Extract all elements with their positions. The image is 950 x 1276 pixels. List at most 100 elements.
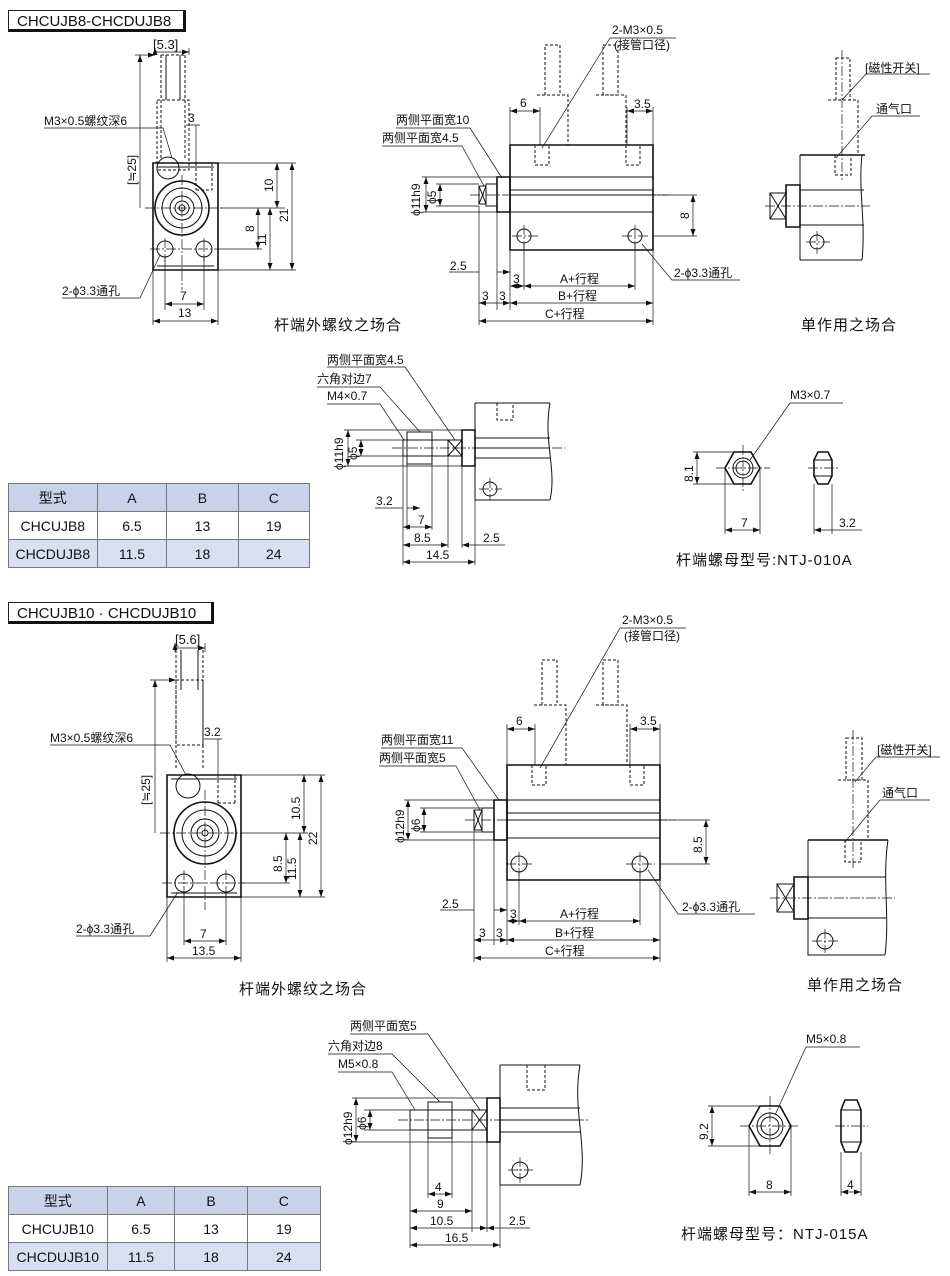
s2-front-dim-10-5: 10.5: [289, 796, 303, 820]
s1-side-dim-phi5: ϕ5: [425, 190, 439, 204]
table-header: B: [166, 483, 239, 512]
table-header-row: 型式 A B C: [8, 1186, 322, 1215]
s2-single-acting-view: [磁性开关] 通气口: [770, 730, 940, 956]
s1-front-dim-11: 11: [255, 233, 269, 246]
table-cell: 6.5: [106, 1214, 176, 1243]
s2-rod-dim-2-5: 2.5: [509, 1214, 526, 1228]
s1-front-dim-8: 8: [243, 225, 257, 232]
s2-rod-dim-rod: ϕ12h9: [341, 1111, 355, 1145]
s2-front-hole-label: 2-ϕ3.3通孔: [76, 922, 134, 936]
s1-side-dim-rod: ϕ11h9: [409, 183, 423, 216]
s2-front-dim-22: 22: [306, 831, 320, 845]
s2-side-dim-3-5: 3.5: [640, 714, 657, 728]
table-cell: CHCDUJB10: [8, 1242, 108, 1271]
s1-front-thread-label: M3×0.5螺纹深6: [44, 114, 127, 128]
s1-side-dim-c: C+行程: [545, 306, 585, 321]
s2-rod-hex-label: 六角对边8: [328, 1039, 383, 1053]
s2-rod-dim-phi6: ϕ6: [355, 1116, 369, 1130]
s1-front-dim-3: 3: [188, 111, 195, 125]
s2-front-dim-bracket: [5.6]: [175, 632, 200, 647]
s2-front-caption: 杆端外螺纹之场合: [239, 981, 368, 998]
s1-side-dim-a: A+行程: [560, 271, 599, 286]
s1-front-dim-25: [≒25]: [125, 155, 139, 185]
s2-nut-dim-4: 4: [847, 1178, 854, 1192]
s2-rod-dim-9: 9: [437, 1197, 444, 1211]
s1-side-flat10-label: 两侧平面宽10: [396, 112, 470, 127]
s2-nut-dim-9-2: 9.2: [697, 1123, 711, 1140]
s1-side-port-label: 2-M3×0.5: [612, 23, 663, 37]
s2-front-dim-7: 7: [200, 927, 207, 941]
s1-rod-dim-rod: ϕ11h9: [332, 437, 346, 470]
s2-front-dim-13-5: 13.5: [192, 944, 216, 958]
s1-side-dim-3a: 3: [482, 289, 489, 303]
s1-nut-dim-8-1: 8.1: [682, 465, 696, 482]
s1-rod-dim-8-5: 8.5: [414, 531, 431, 545]
s1-single-switch-label: [磁性开关]: [865, 60, 920, 75]
s1-spec-table: 型式 A B C CHCUJB8 6.5 13 19 CHCDUJB8 11.5…: [8, 483, 311, 568]
s1-front-dim-13: 13: [178, 306, 192, 320]
table-header: C: [237, 483, 311, 512]
s2-nut-dim-8: 8: [766, 1178, 773, 1192]
s2-side-dim-8-5: 8.5: [691, 836, 705, 853]
s2-front-view: [160, 650, 246, 910]
table-cell: 24: [246, 1242, 322, 1271]
s1-front-view: [145, 54, 222, 290]
s1-side-dim-6: 6: [520, 96, 527, 110]
s1-rod-end-view: [392, 402, 565, 501]
table-header: 型式: [8, 483, 98, 512]
s1-side-hole-label: 2-ϕ3.3通孔: [674, 266, 732, 280]
s2-nut-view: M5×0.8 9.2 8 4: [697, 1032, 868, 1196]
table-header: C: [246, 1186, 322, 1215]
s2-side-dim-phi6: ϕ6: [409, 818, 423, 832]
s2-side-dim-c: C+行程: [545, 943, 585, 958]
s2-side-port-label: 2-M3×0.5: [622, 613, 673, 627]
table-cell: 11.5: [106, 1242, 176, 1271]
table-cell: 18: [174, 1242, 248, 1271]
s2-front-dim-3-2: 3.2: [204, 725, 221, 739]
s2-rod-end-dimensions: 两侧平面宽5 六角对边8 M5×0.8 ϕ12h9 ϕ6 4 9 10.5 2.…: [328, 1018, 530, 1248]
table-header: A: [106, 1186, 176, 1215]
s1-rod-dim-7: 7: [418, 513, 425, 527]
s2-side-port-note: (接管口径): [624, 628, 680, 643]
table-row: CHCDUJB10 11.5 18 24: [8, 1242, 322, 1271]
s1-side-dim-3b: 3: [499, 289, 506, 303]
s2-rod-flat-label: 两侧平面宽5: [350, 1018, 417, 1033]
s1-side-flat45-label: 两侧平面宽4.5: [382, 130, 459, 145]
s2-rod-end-view: [398, 1064, 590, 1186]
s2-single-switch-label: [磁性开关]: [877, 742, 932, 757]
s2-side-dim-6: 6: [516, 714, 523, 728]
s1-nut-view: M3×0.7 8.1 7 3.2: [682, 388, 862, 534]
s2-side-dim-rod: ϕ12h9: [393, 809, 407, 843]
s2-side-dim-a: A+行程: [560, 906, 599, 921]
s2-side-dim-3a: 3: [479, 926, 486, 940]
s2-side-dim-b: B+行程: [555, 925, 594, 940]
s1-side-view: [470, 44, 668, 251]
table-row: CHCUJB10 6.5 13 19: [8, 1214, 322, 1243]
table-cell: CHCUJB10: [8, 1214, 108, 1243]
s1-rod-dim-phi5: ϕ5: [346, 446, 360, 460]
s1-front-dimensions: [5.3] M3×0.5螺纹深6 3 [≒25] 10 21 8 11 2-ϕ3…: [44, 37, 296, 325]
s1-side-dimensions: 2-M3×0.5 (接管口径) 6 3.5 两侧平面宽10 两侧平面宽4.5 ϕ…: [382, 23, 740, 325]
s2-side-flat5-label: 两侧平面宽5: [379, 750, 446, 765]
s1-rod-flat-label: 两侧平面宽4.5: [327, 352, 404, 367]
s1-front-caption: 杆端外螺纹之场合: [274, 317, 403, 334]
section2-title: CHCUJB10 · CHCDUJB10: [8, 602, 214, 624]
s1-rod-dim-14-5: 14.5: [426, 548, 450, 562]
s2-nut-thread-label: M5×0.8: [806, 1032, 847, 1046]
s2-nut-caption: 杆端螺母型号：NTJ-015A: [681, 1226, 869, 1243]
s1-rod-thread-label: M4×0.7: [327, 389, 368, 403]
s2-front-dim-25: [≒25]: [139, 775, 153, 805]
table-cell: 13: [174, 1214, 248, 1243]
table-row: CHCDUJB8 11.5 18 24: [8, 539, 311, 568]
s2-rod-thread-label: M5×0.8: [338, 1057, 379, 1071]
s1-nut-thread-label: M3×0.7: [790, 388, 831, 402]
s2-side-view: [465, 659, 675, 881]
s1-front-dim-21: 21: [277, 208, 291, 222]
s1-side-dim-2-5: 2.5: [450, 259, 467, 273]
table-cell: 19: [246, 1214, 322, 1243]
s2-rod-dim-4: 4: [435, 1180, 442, 1194]
s1-front-dim-7: 7: [180, 289, 187, 303]
s1-front-hole-label: 2-ϕ3.3通孔: [62, 284, 120, 298]
s1-side-port-note: (接管口径): [614, 37, 670, 52]
